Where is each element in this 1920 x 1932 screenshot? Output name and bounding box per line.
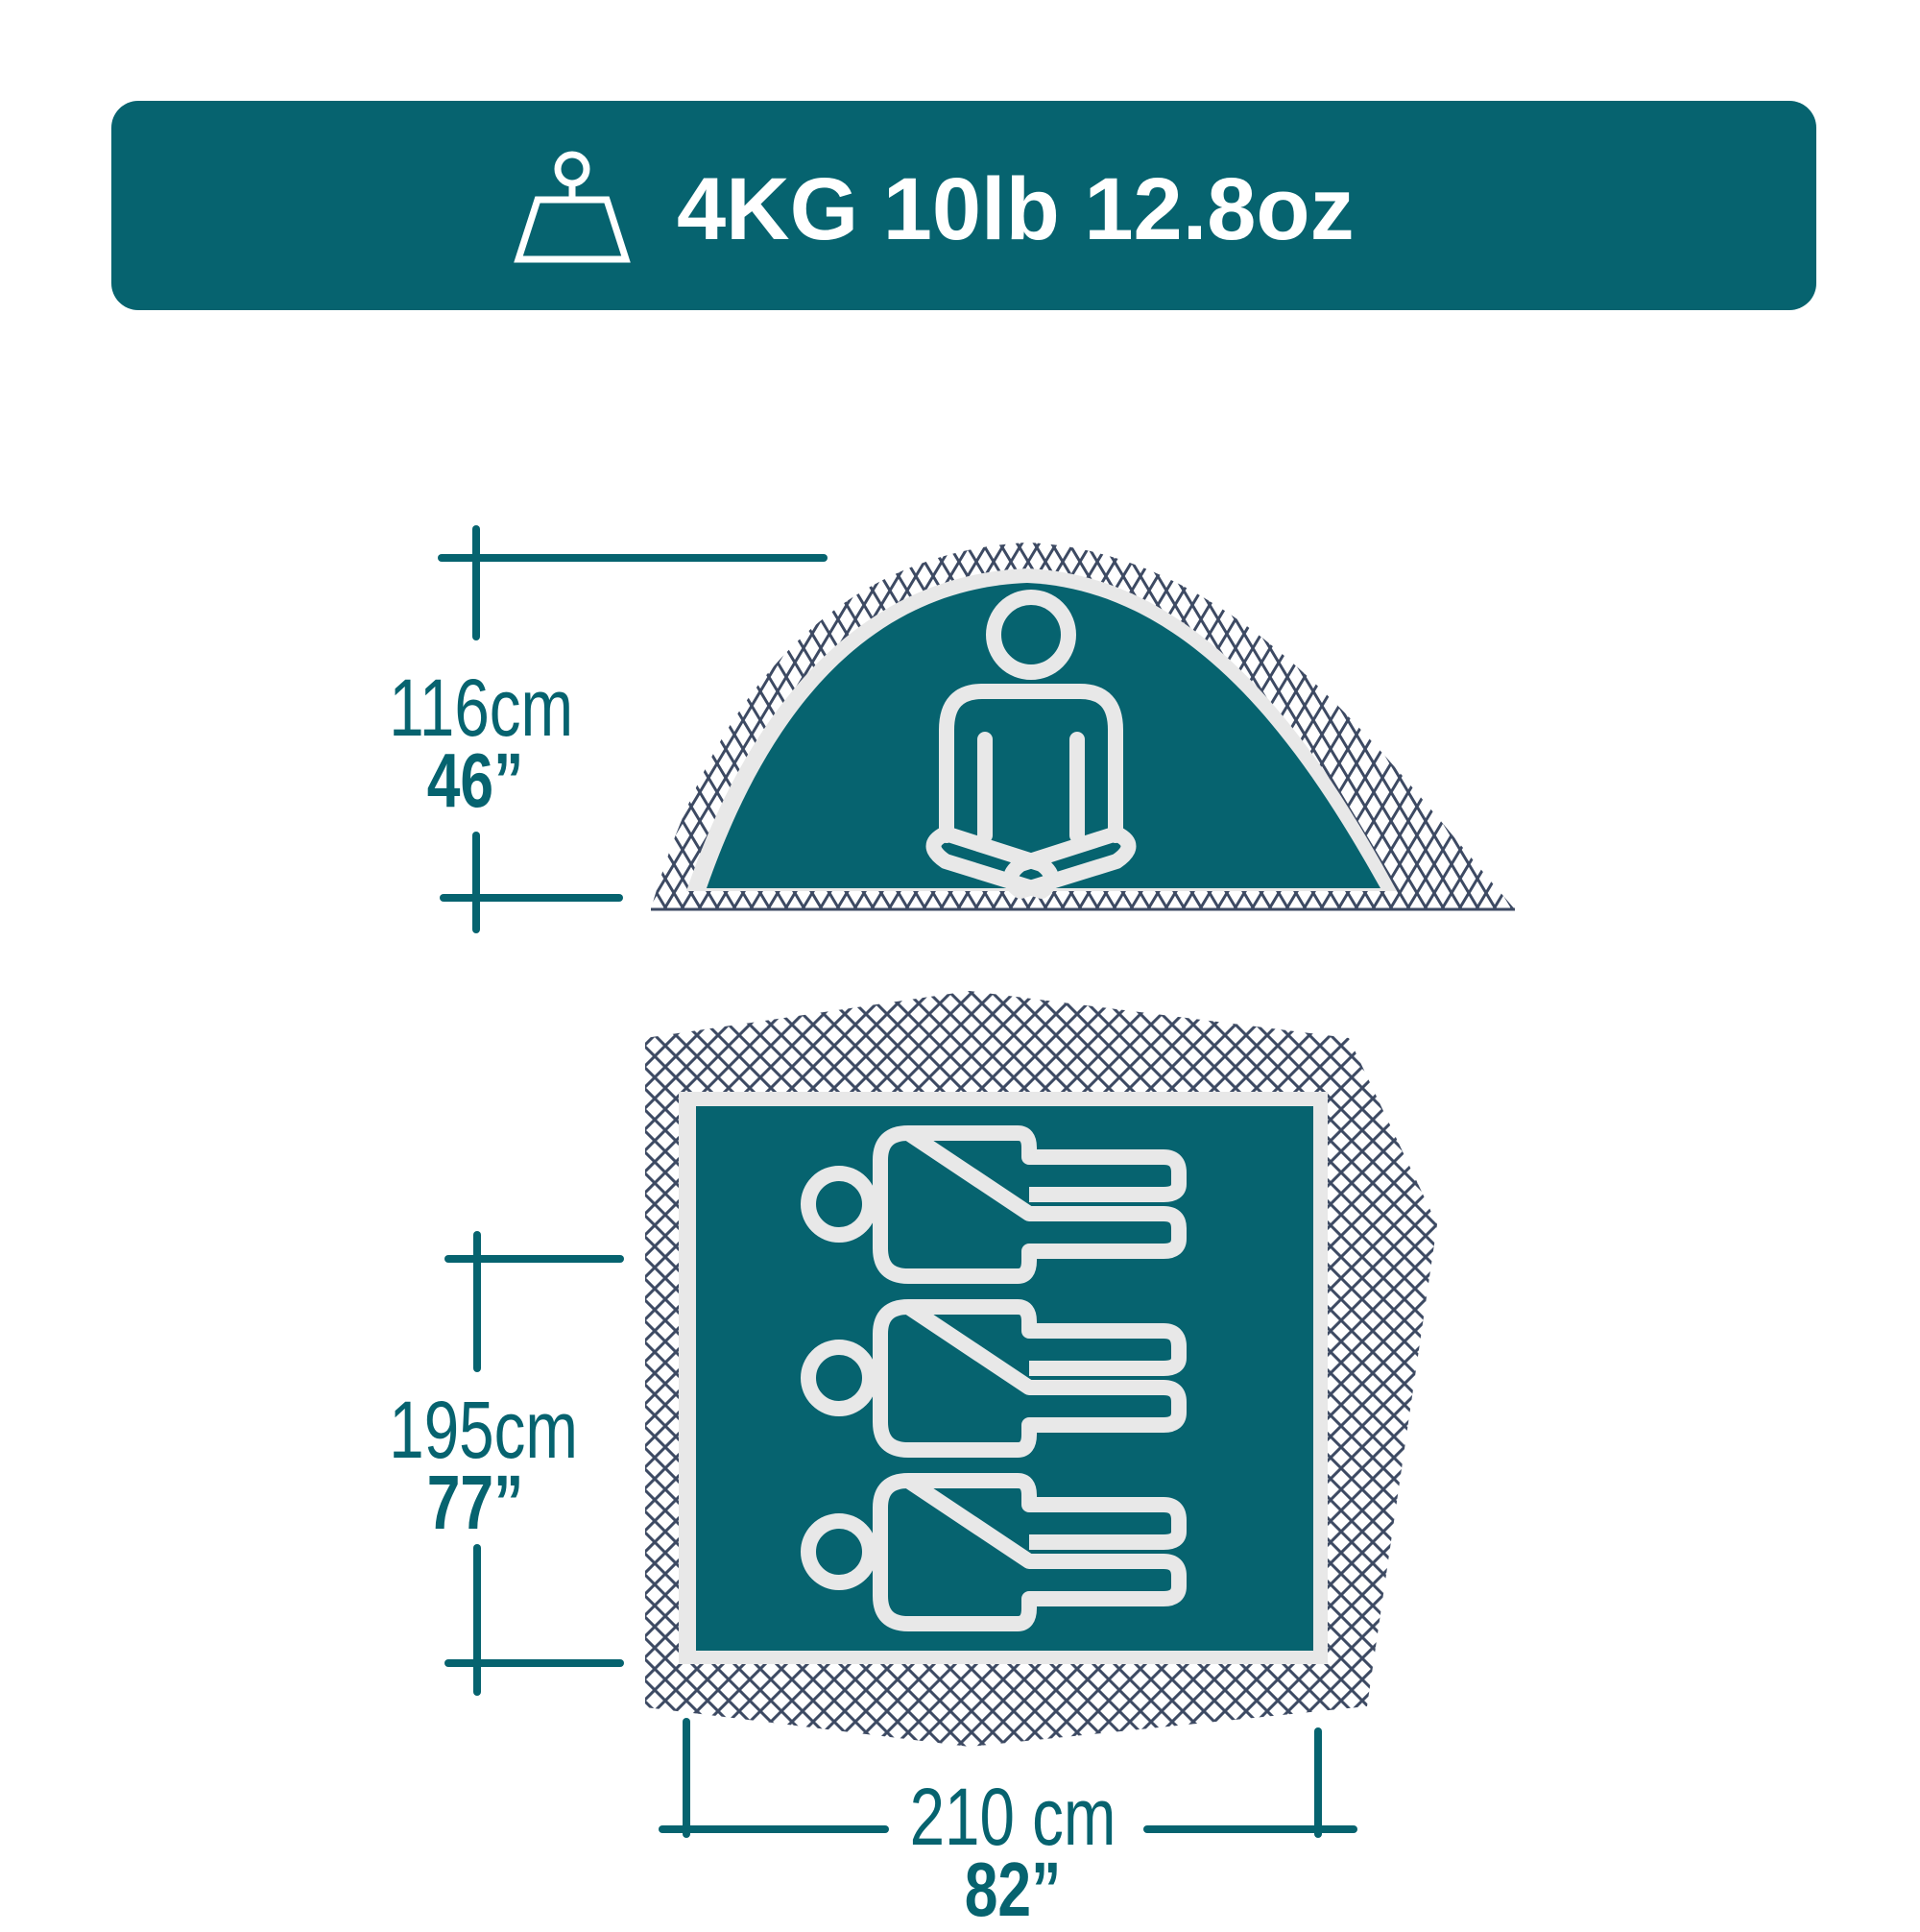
width-dimension-label: 210 cm 82” (854, 1776, 1171, 1928)
weight-scale-icon (514, 151, 631, 263)
width-metric: 210 cm (909, 1772, 1116, 1862)
height-metric: 116cm (389, 663, 574, 753)
seated-person-icon (925, 590, 1137, 899)
width-imperial: 82” (964, 1847, 1062, 1932)
height-dimension-label: 116cm 46” (365, 667, 586, 819)
width-dimension-lines (659, 1718, 1357, 1838)
height-imperial: 46” (426, 737, 524, 823)
lying-person-icon (801, 1125, 1187, 1284)
height-dimension-lines (438, 525, 828, 933)
length-dimension-label: 195cm 77” (365, 1389, 586, 1541)
tent-side-view (651, 543, 1515, 911)
lying-person-icon (801, 1473, 1187, 1631)
length-metric: 195cm (389, 1385, 578, 1475)
weight-label: 4KG 10lb 12.8oz (677, 160, 1355, 258)
length-imperial: 77” (426, 1460, 524, 1545)
length-dimension-lines (444, 1231, 624, 1696)
weight-banner (111, 101, 1816, 310)
lying-person-icon (801, 1299, 1187, 1458)
